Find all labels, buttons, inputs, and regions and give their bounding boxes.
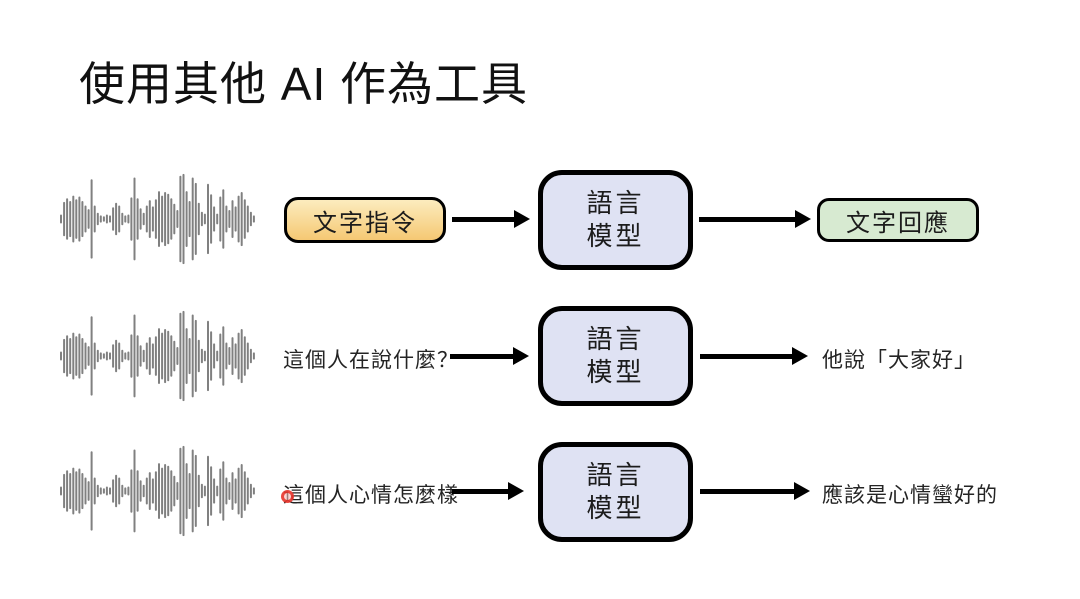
audio-waveform-icon <box>60 310 256 402</box>
question-text-row2: 這個人在說什麼？ <box>283 349 459 372</box>
answer-text-row3: 應該是心情蠻好的 <box>822 484 998 507</box>
arrow-right-icon <box>700 482 810 500</box>
arrow-right-icon <box>699 210 811 228</box>
input-command-label: 文字指令 <box>313 209 417 237</box>
audio-waveform-icon <box>60 173 256 265</box>
language-model-box-1: 語言 模型 <box>538 170 693 270</box>
arrow-right-icon <box>452 482 524 500</box>
model-label-line1: 語言 <box>586 324 645 354</box>
output-response-label: 文字回應 <box>846 209 950 237</box>
model-label-line1: 語言 <box>586 460 645 490</box>
red-pointer-dot-icon <box>281 490 294 503</box>
arrow-right-icon <box>452 210 530 228</box>
model-label-line1: 語言 <box>586 188 645 218</box>
answer-text-row2: 他說「大家好」 <box>822 349 976 372</box>
input-command-box: 文字指令 <box>284 197 446 243</box>
model-label-line2: 模型 <box>586 493 645 523</box>
output-response-box: 文字回應 <box>817 198 979 242</box>
language-model-box-3: 語言 模型 <box>538 442 693 542</box>
audio-waveform-icon <box>60 445 256 537</box>
page-title: 使用其他 AI 作為工具 <box>79 58 529 110</box>
model-label-line2: 模型 <box>586 357 645 387</box>
model-label-line2: 模型 <box>586 221 645 251</box>
arrow-right-icon <box>450 347 529 365</box>
language-model-box-2: 語言 模型 <box>538 306 693 406</box>
arrow-right-icon <box>700 347 808 365</box>
question-text-row3: 這個人心情怎麼樣 <box>283 484 459 507</box>
